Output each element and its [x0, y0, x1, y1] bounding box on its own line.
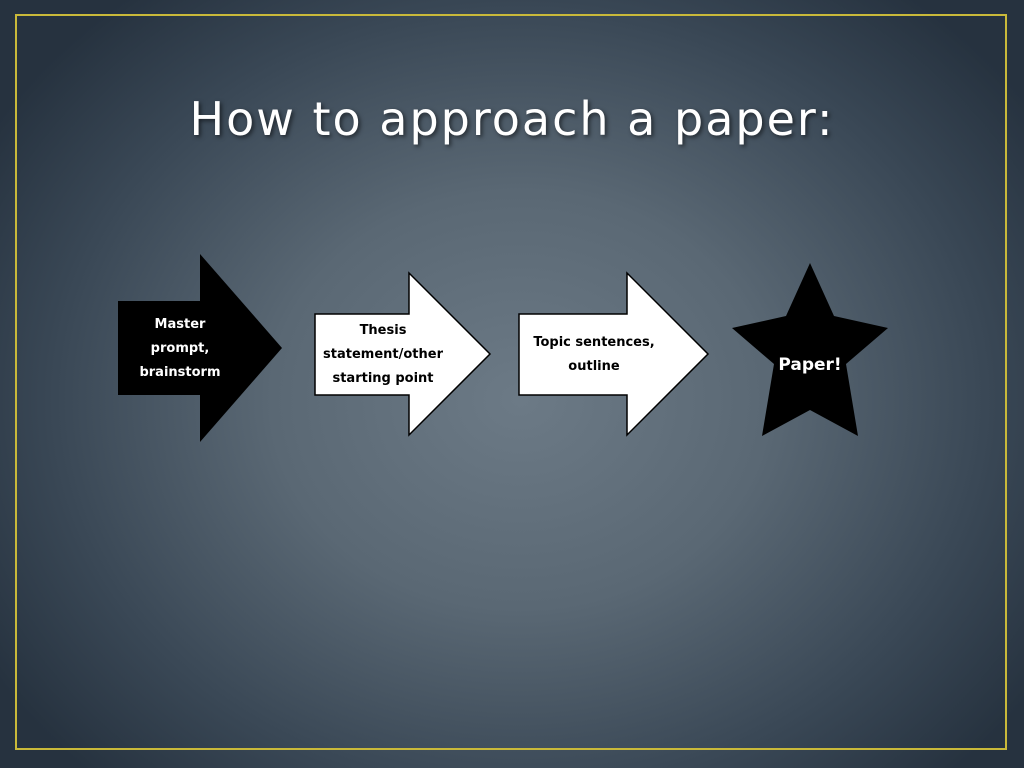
step-2-arrow [314, 271, 492, 437]
step-1-label: Master prompt, brainstorm [139, 317, 221, 380]
slide-frame [15, 14, 1007, 750]
step-2-label: Thesis statement/other starting point [323, 323, 443, 386]
step-4-label: Paper! [778, 355, 842, 375]
step-4-star [732, 263, 888, 436]
step-3-label: Topic sentences, outline [533, 335, 655, 374]
step-1-arrow [118, 254, 282, 442]
step-3-arrow [518, 271, 710, 437]
slide-title: How to approach a paper: [189, 92, 835, 146]
